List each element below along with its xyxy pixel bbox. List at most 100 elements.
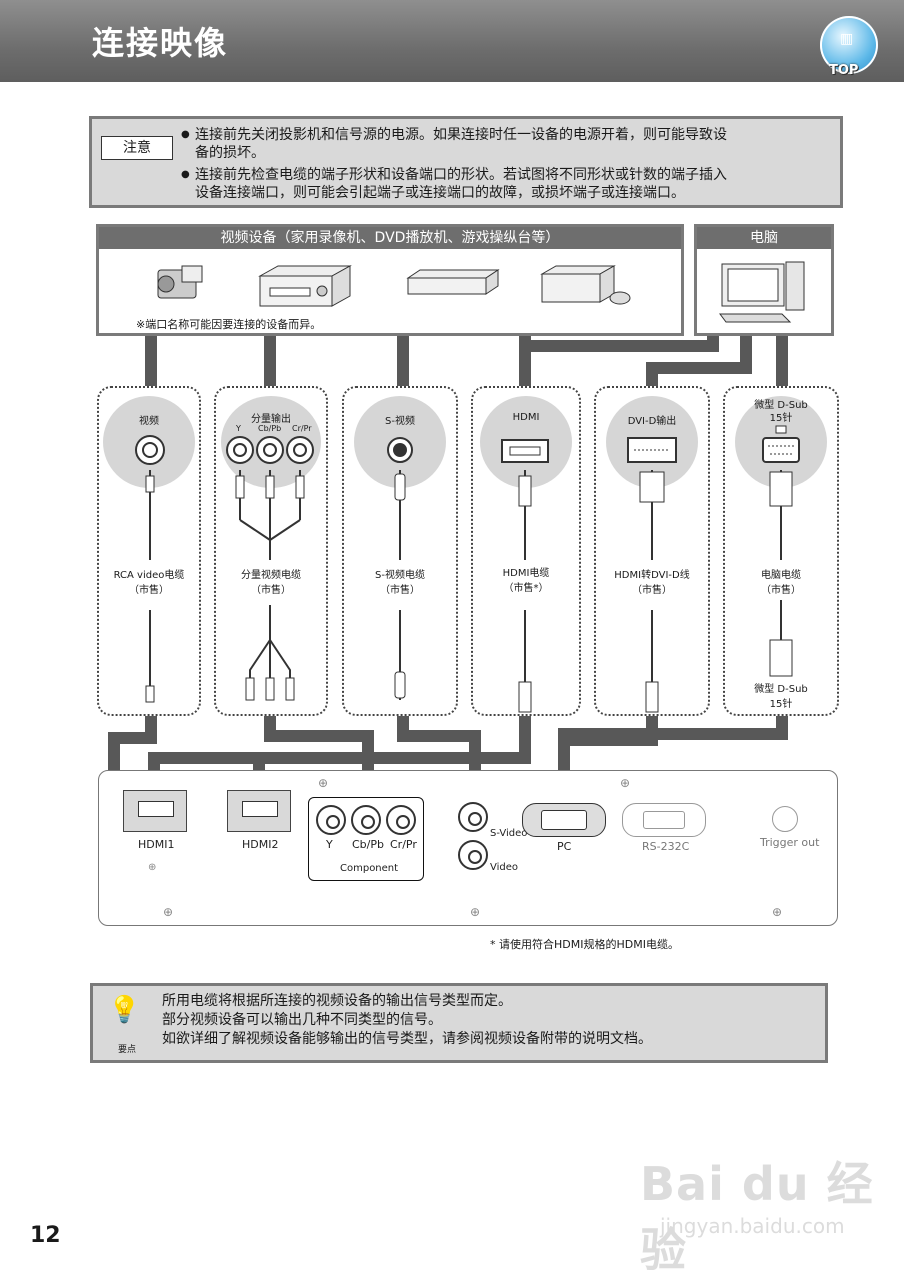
- tip-box: [90, 983, 828, 1063]
- baidu-watermark: Bai du 经验: [640, 1157, 874, 1277]
- cable-label: S-视频电缆（市售）: [375, 570, 425, 596]
- cable-route: [776, 336, 788, 386]
- component-sub-cb: Cb/Pb: [258, 424, 282, 433]
- column-title: 分量输出: [251, 414, 291, 425]
- caution-text: 备的损坏。: [195, 145, 265, 161]
- pc-port[interactable]: [522, 803, 606, 837]
- computer-title: 电脑: [697, 227, 831, 249]
- cable-route: [148, 752, 530, 764]
- column-title: 视频: [139, 416, 159, 427]
- camcorder-icon: [157, 265, 203, 299]
- svideo-label: S-Video: [490, 828, 528, 839]
- game-console-icon: [540, 265, 631, 305]
- screw-icon: ⊕: [163, 905, 174, 919]
- trigger-out-port[interactable]: [772, 806, 798, 832]
- screw-icon: ⊕: [470, 905, 481, 919]
- dvd-player-icon: [406, 269, 500, 295]
- component-y-port[interactable]: [316, 805, 346, 835]
- hdmi2-port[interactable]: [227, 790, 291, 832]
- computer-box: 电脑: [694, 224, 834, 336]
- video-devices-title: 视频设备（家用录像机、DVD播放机、游戏操纵台等）: [99, 227, 681, 249]
- cable-route: [707, 336, 719, 352]
- component-sub-cr: Cr/Pr: [292, 424, 312, 433]
- component-cb-port[interactable]: [351, 805, 381, 835]
- cable-route: [253, 752, 265, 774]
- caution-tag: 注意: [101, 136, 173, 160]
- caution-item: 连接前先关闭投影机和信号源的电源。如果连接时任一设备的电源开着，则可能导致设 备…: [181, 126, 835, 162]
- component-cr-label: Cr/Pr: [390, 838, 417, 851]
- component-cr-port[interactable]: [386, 805, 416, 835]
- component-label: Component: [340, 863, 399, 874]
- cable-label: HDMI电缆（市售*）: [502, 568, 550, 594]
- tip-line: 如欲详细了解视频设备能够输出的信号类型，请参阅视频设备附带的说明文档。: [162, 1031, 652, 1047]
- screw-icon: ⊕: [772, 905, 783, 919]
- column-hdmi: [471, 386, 581, 716]
- cable-route: [519, 340, 719, 352]
- column-dvi: [594, 386, 710, 716]
- column-title: HDMI: [512, 412, 540, 423]
- column-svideo: [342, 386, 458, 716]
- video-devices-illustration: [157, 265, 631, 307]
- component-group: [308, 797, 424, 881]
- svideo-port[interactable]: [458, 802, 488, 832]
- watermark-url: jingyan.baidu.com: [660, 1214, 845, 1238]
- vcr-icon: [258, 265, 352, 307]
- tip-label: 要点: [118, 1045, 137, 1055]
- cable-route: [264, 336, 276, 386]
- hdmi1-label: HDMI1: [138, 838, 175, 851]
- page-header: [0, 0, 904, 82]
- rs232c-port[interactable]: [622, 803, 706, 837]
- rs232c-label: RS-232C: [642, 840, 690, 853]
- cable-label: 电脑电缆（市售）: [761, 570, 801, 596]
- pc-label: PC: [557, 840, 572, 853]
- tip-line: 部分视频设备可以输出几种不同类型的信号。: [162, 1012, 442, 1028]
- lightbulb-icon: 💡: [108, 995, 141, 1025]
- cable-route: [646, 362, 658, 386]
- cable-route: [108, 732, 156, 744]
- top-button[interactable]: ▥ TOP: [820, 16, 878, 78]
- cable-label: 分量视频电缆（市售）: [241, 570, 301, 596]
- cable-label: HDMI转DVI-D线（市售）: [614, 570, 690, 596]
- cable-route: [264, 730, 374, 742]
- caution-item: 连接前先检查电缆的端子形状和设备端口的形状。若试图将不同形状或针数的端子插入 设…: [181, 166, 835, 202]
- page-number: 12: [30, 1223, 61, 1248]
- screw-icon: ⊕: [620, 776, 631, 790]
- hdmi2-label: HDMI2: [242, 838, 279, 851]
- caution-text: 连接前先关闭投影机和信号源的电源。如果连接时任一设备的电源开着，则可能导致设: [195, 127, 727, 143]
- cable-label: RCA video电缆（市售）: [113, 570, 185, 596]
- cable-route: [397, 336, 409, 386]
- cable-route: [558, 728, 788, 740]
- column-component: [214, 386, 328, 716]
- book-icon: ▥: [840, 31, 854, 47]
- cable-route: [646, 362, 752, 374]
- component-sub-y: Y: [236, 424, 241, 433]
- column-title: 15针: [769, 413, 793, 424]
- cable-route: [519, 716, 531, 764]
- column-video: [97, 386, 201, 716]
- component-y-label: Y: [326, 838, 333, 851]
- screw-icon: ⊕: [318, 776, 329, 790]
- caution-text: 连接前先检查电缆的端子形状和设备端口的形状。若试图将不同形状或针数的端子插入: [195, 167, 727, 183]
- screw-icon: ⊕: [148, 862, 157, 873]
- page-title: 连接映像: [92, 24, 229, 62]
- cable-route: [145, 336, 157, 386]
- cable-route: [145, 716, 157, 744]
- cable-route: [397, 730, 481, 742]
- cable-diagram: [135, 425, 800, 713]
- top-button-label: TOP: [829, 63, 859, 78]
- column-title: 微型 D-Sub: [754, 400, 808, 411]
- hdmi1-port[interactable]: [123, 790, 187, 832]
- port-name-note: ※端口名称可能因要连接的设备而异。: [136, 318, 322, 331]
- video-port[interactable]: [458, 840, 488, 870]
- trigger-out-label: Trigger out: [760, 836, 820, 849]
- computer-icon: [719, 261, 805, 323]
- video-label: Video: [490, 862, 519, 873]
- column-title: DVI-D输出: [627, 416, 677, 427]
- column-dsub: [723, 386, 839, 716]
- hdmi-footnote: * 请使用符合HDMI规格的HDMI电缆。: [490, 938, 679, 951]
- tip-line: 所用电缆将根据所连接的视频设备的输出信号类型而定。: [162, 993, 512, 1009]
- component-cb-label: Cb/Pb: [352, 838, 384, 851]
- column-title: S-视频: [385, 416, 415, 427]
- caution-text: 设备连接端口，则可能会引起端子或连接端口的故障，或损坏端子或连接端口。: [195, 185, 685, 201]
